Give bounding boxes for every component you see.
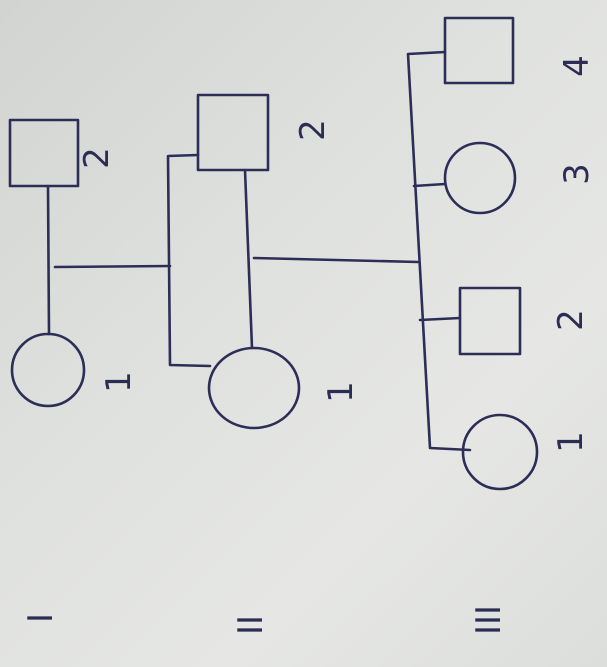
- gen-III-3-stub: [412, 182, 447, 188]
- gen-II-2-number: 2: [293, 119, 333, 141]
- gen-I-2-number: 2: [77, 147, 117, 169]
- gen-III-female-1: [461, 413, 539, 491]
- gen-II-label: II: [231, 615, 271, 635]
- gen-I-female-1: [10, 332, 86, 408]
- generation-III: 4 3 2 1 III: [406, 16, 597, 635]
- gen-III-2-stub: [418, 316, 462, 322]
- gen-III-4-number: 4: [557, 55, 597, 77]
- gen-II-1-number: 1: [321, 381, 361, 403]
- gen-III-3-number: 3: [557, 163, 597, 185]
- gen-II-offspring-line: [252, 256, 420, 264]
- gen-I-vertical-line: [46, 184, 51, 336]
- gen-II-female-1: [207, 346, 301, 430]
- gen-I-mating-line: [53, 264, 172, 269]
- gen-III-2-number: 2: [551, 309, 591, 331]
- gen-II-right-line: [243, 168, 254, 350]
- gen-I-label: I: [21, 613, 61, 623]
- gen-III-label: III: [469, 605, 509, 635]
- gen-I-1-number: 1: [99, 371, 139, 393]
- gen-III-male-4: [443, 16, 515, 85]
- gen-III-male-2: [458, 286, 522, 356]
- gen-III-female-3: [443, 141, 517, 215]
- gen-III-sibship-line: [406, 50, 472, 452]
- gen-II-male-2: [196, 93, 270, 172]
- gen-III-1-number: 1: [551, 431, 591, 453]
- gen-II-left-bracket: [166, 153, 212, 368]
- generation-I: 2 1 I: [8, 118, 172, 623]
- gen-I-male-2: [8, 118, 80, 188]
- generation-II: 2 1 II: [166, 93, 420, 635]
